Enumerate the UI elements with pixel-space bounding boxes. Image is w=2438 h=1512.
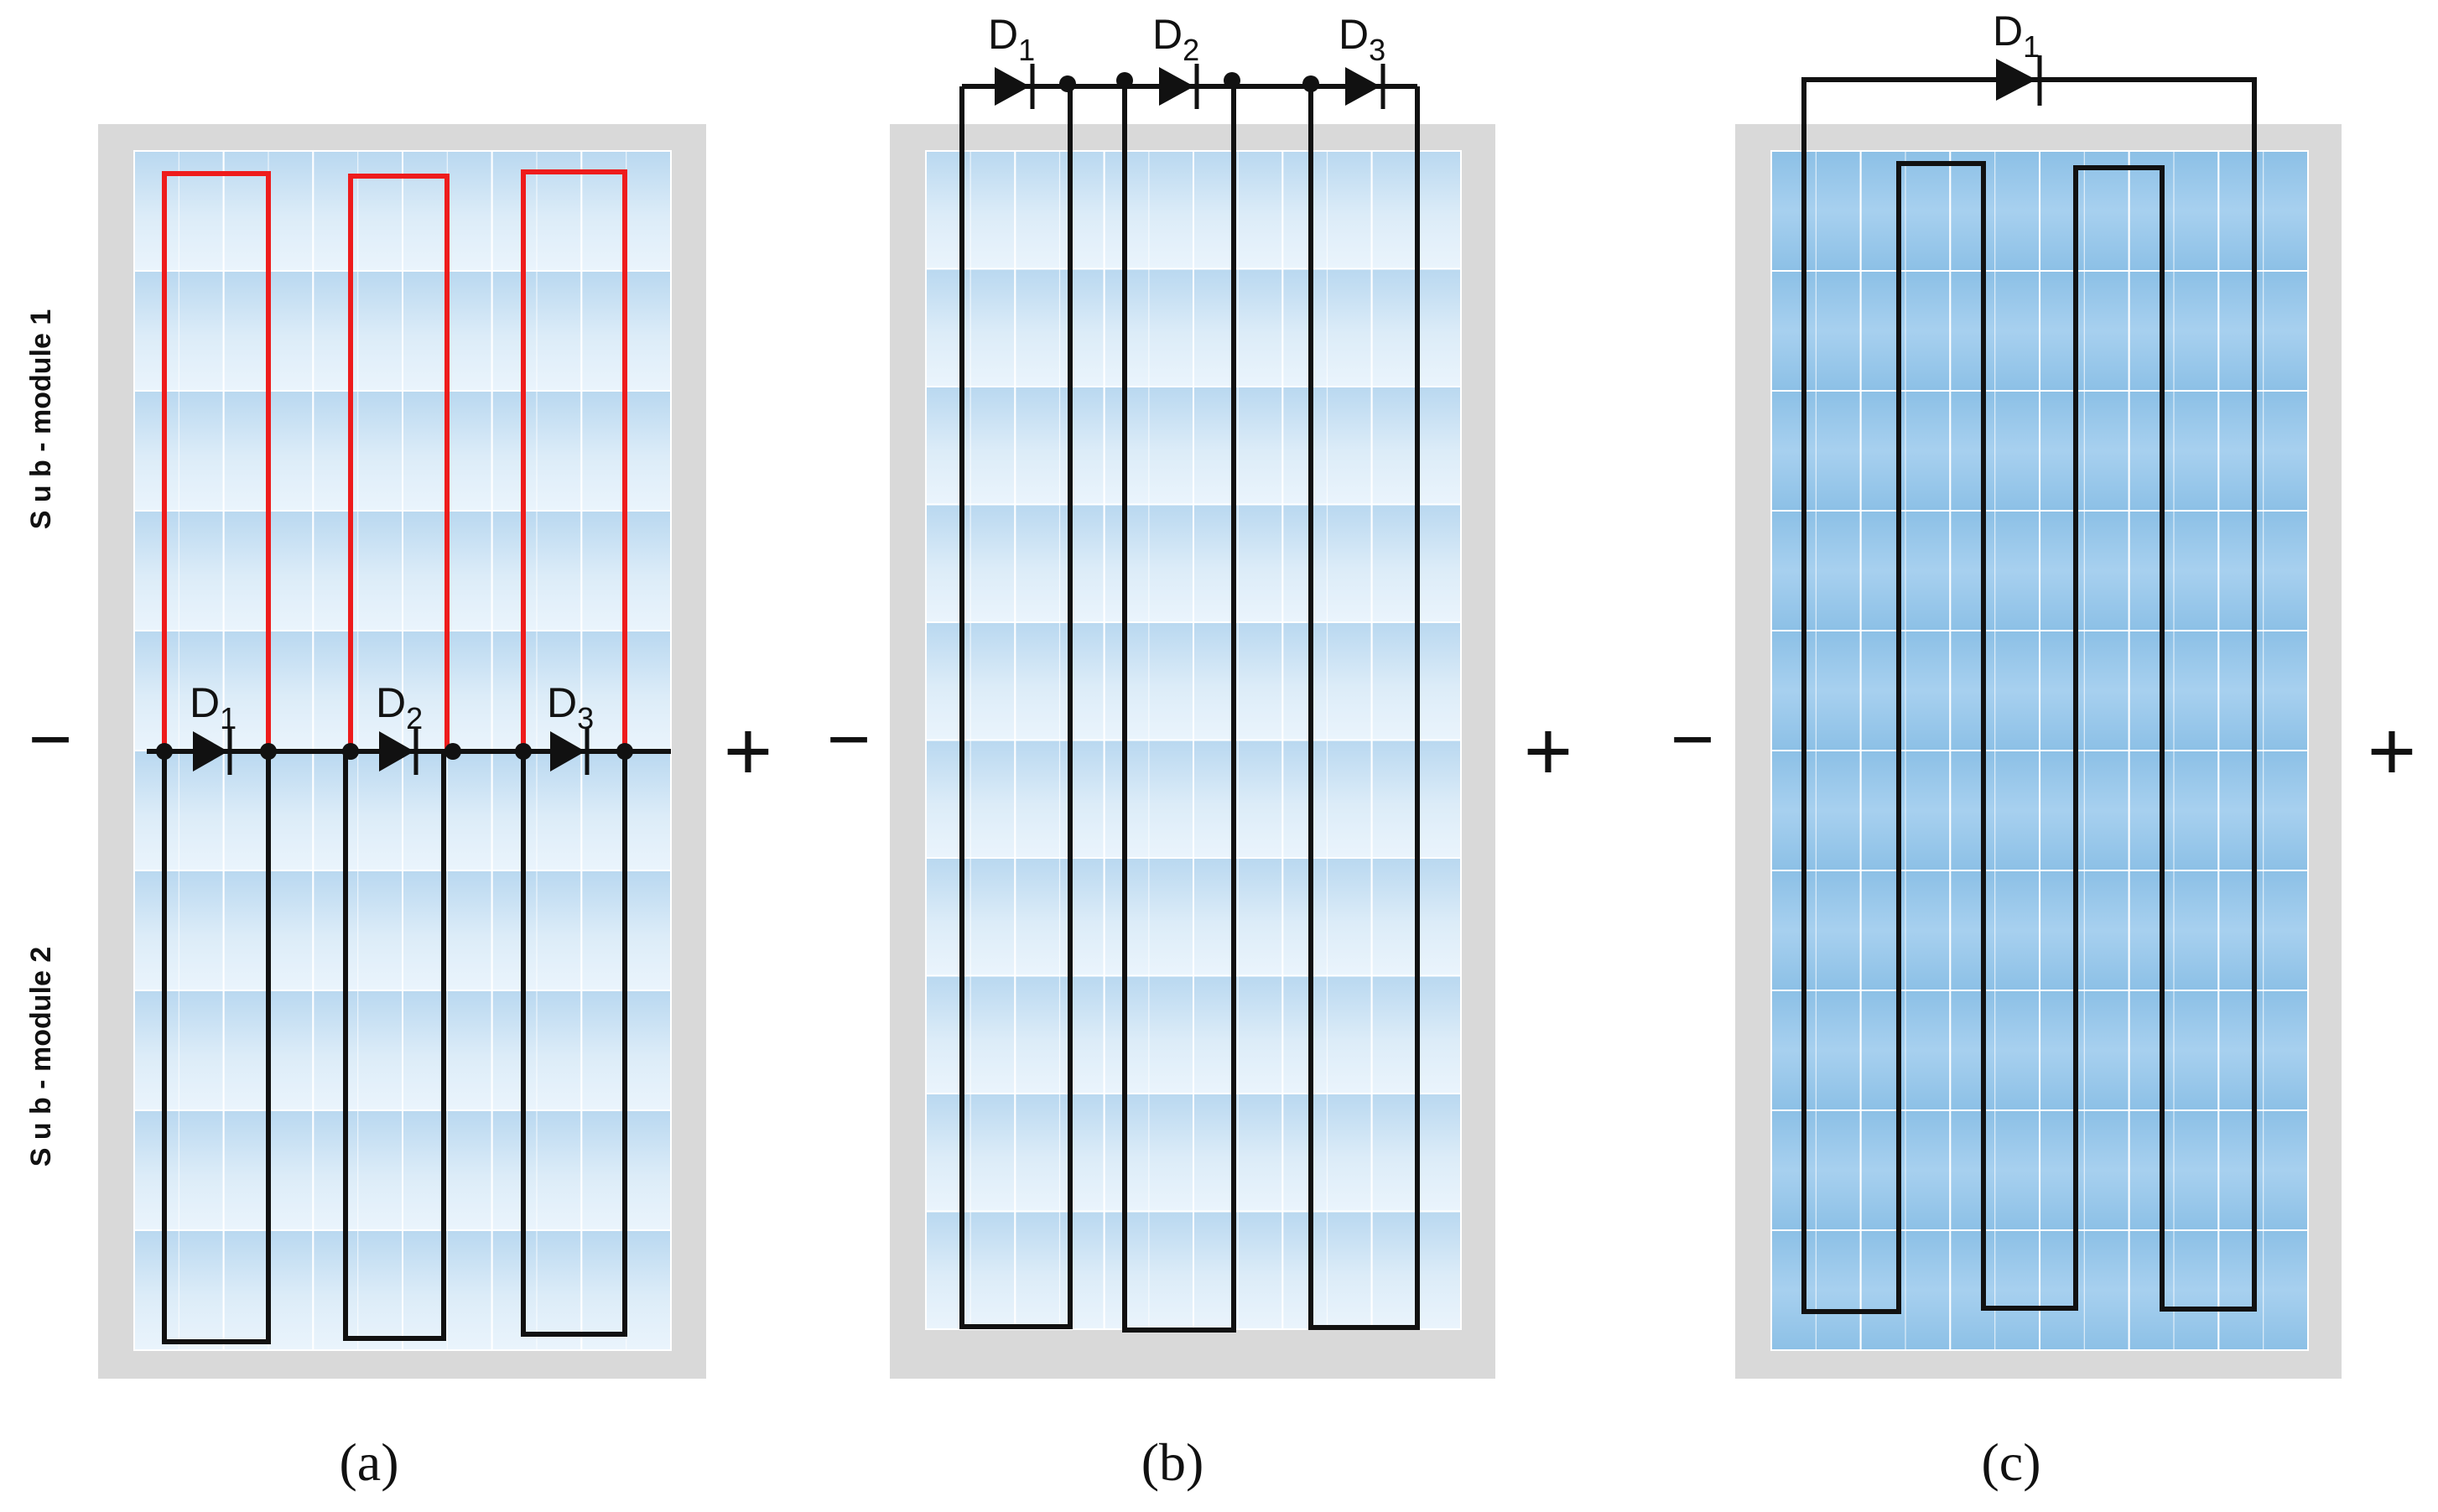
- plus-terminal: +: [1524, 704, 1572, 798]
- minus-terminal: −: [1671, 698, 1715, 782]
- diode-label-d1: D1: [988, 11, 1035, 67]
- diode-d1: [995, 64, 1035, 109]
- caption-a: (a): [339, 1432, 398, 1492]
- diode-d2: [379, 728, 418, 775]
- diode-label-d3: D3: [547, 679, 594, 735]
- diode-label-d3: D3: [1339, 11, 1385, 67]
- cell-grid: [925, 150, 1462, 1330]
- panel-a: D1 D2 D3 − + S u b - module 1 S u b - mo…: [25, 124, 772, 1492]
- plus-terminal: +: [2368, 704, 2416, 798]
- sub-module-1-label: S u b - module 1: [25, 309, 57, 530]
- diode-d1: [193, 728, 232, 775]
- junction-dots: [156, 743, 633, 760]
- caption-c: (c): [1981, 1432, 2040, 1492]
- diode-d3: [1345, 64, 1385, 109]
- sub-module-1-strings: [162, 169, 627, 751]
- junction-dots: [1059, 72, 1319, 92]
- minus-terminal: −: [827, 698, 871, 782]
- diode-label-d2: D2: [376, 679, 423, 735]
- diode-label-d2: D2: [1152, 11, 1199, 67]
- sub-module-2-label: S u b - module 2: [25, 947, 57, 1167]
- diode-d2: [1159, 64, 1199, 109]
- minus-terminal: −: [29, 698, 73, 782]
- diode-d3: [550, 728, 590, 775]
- diode-d1: [1996, 55, 2042, 106]
- diode-label-d1: D1: [1993, 8, 2040, 64]
- panel-b: D1 D2 D3 − + (b): [827, 11, 1572, 1492]
- caption-b: (b): [1141, 1432, 1204, 1492]
- sub-module-2-strings: [162, 751, 627, 1344]
- panel-c: D1 − + (c): [1671, 8, 2416, 1492]
- diode-label-d1: D1: [190, 679, 237, 735]
- cell-grid: [133, 150, 672, 1351]
- cell-grid: [1770, 150, 2309, 1351]
- plus-terminal: +: [724, 704, 772, 798]
